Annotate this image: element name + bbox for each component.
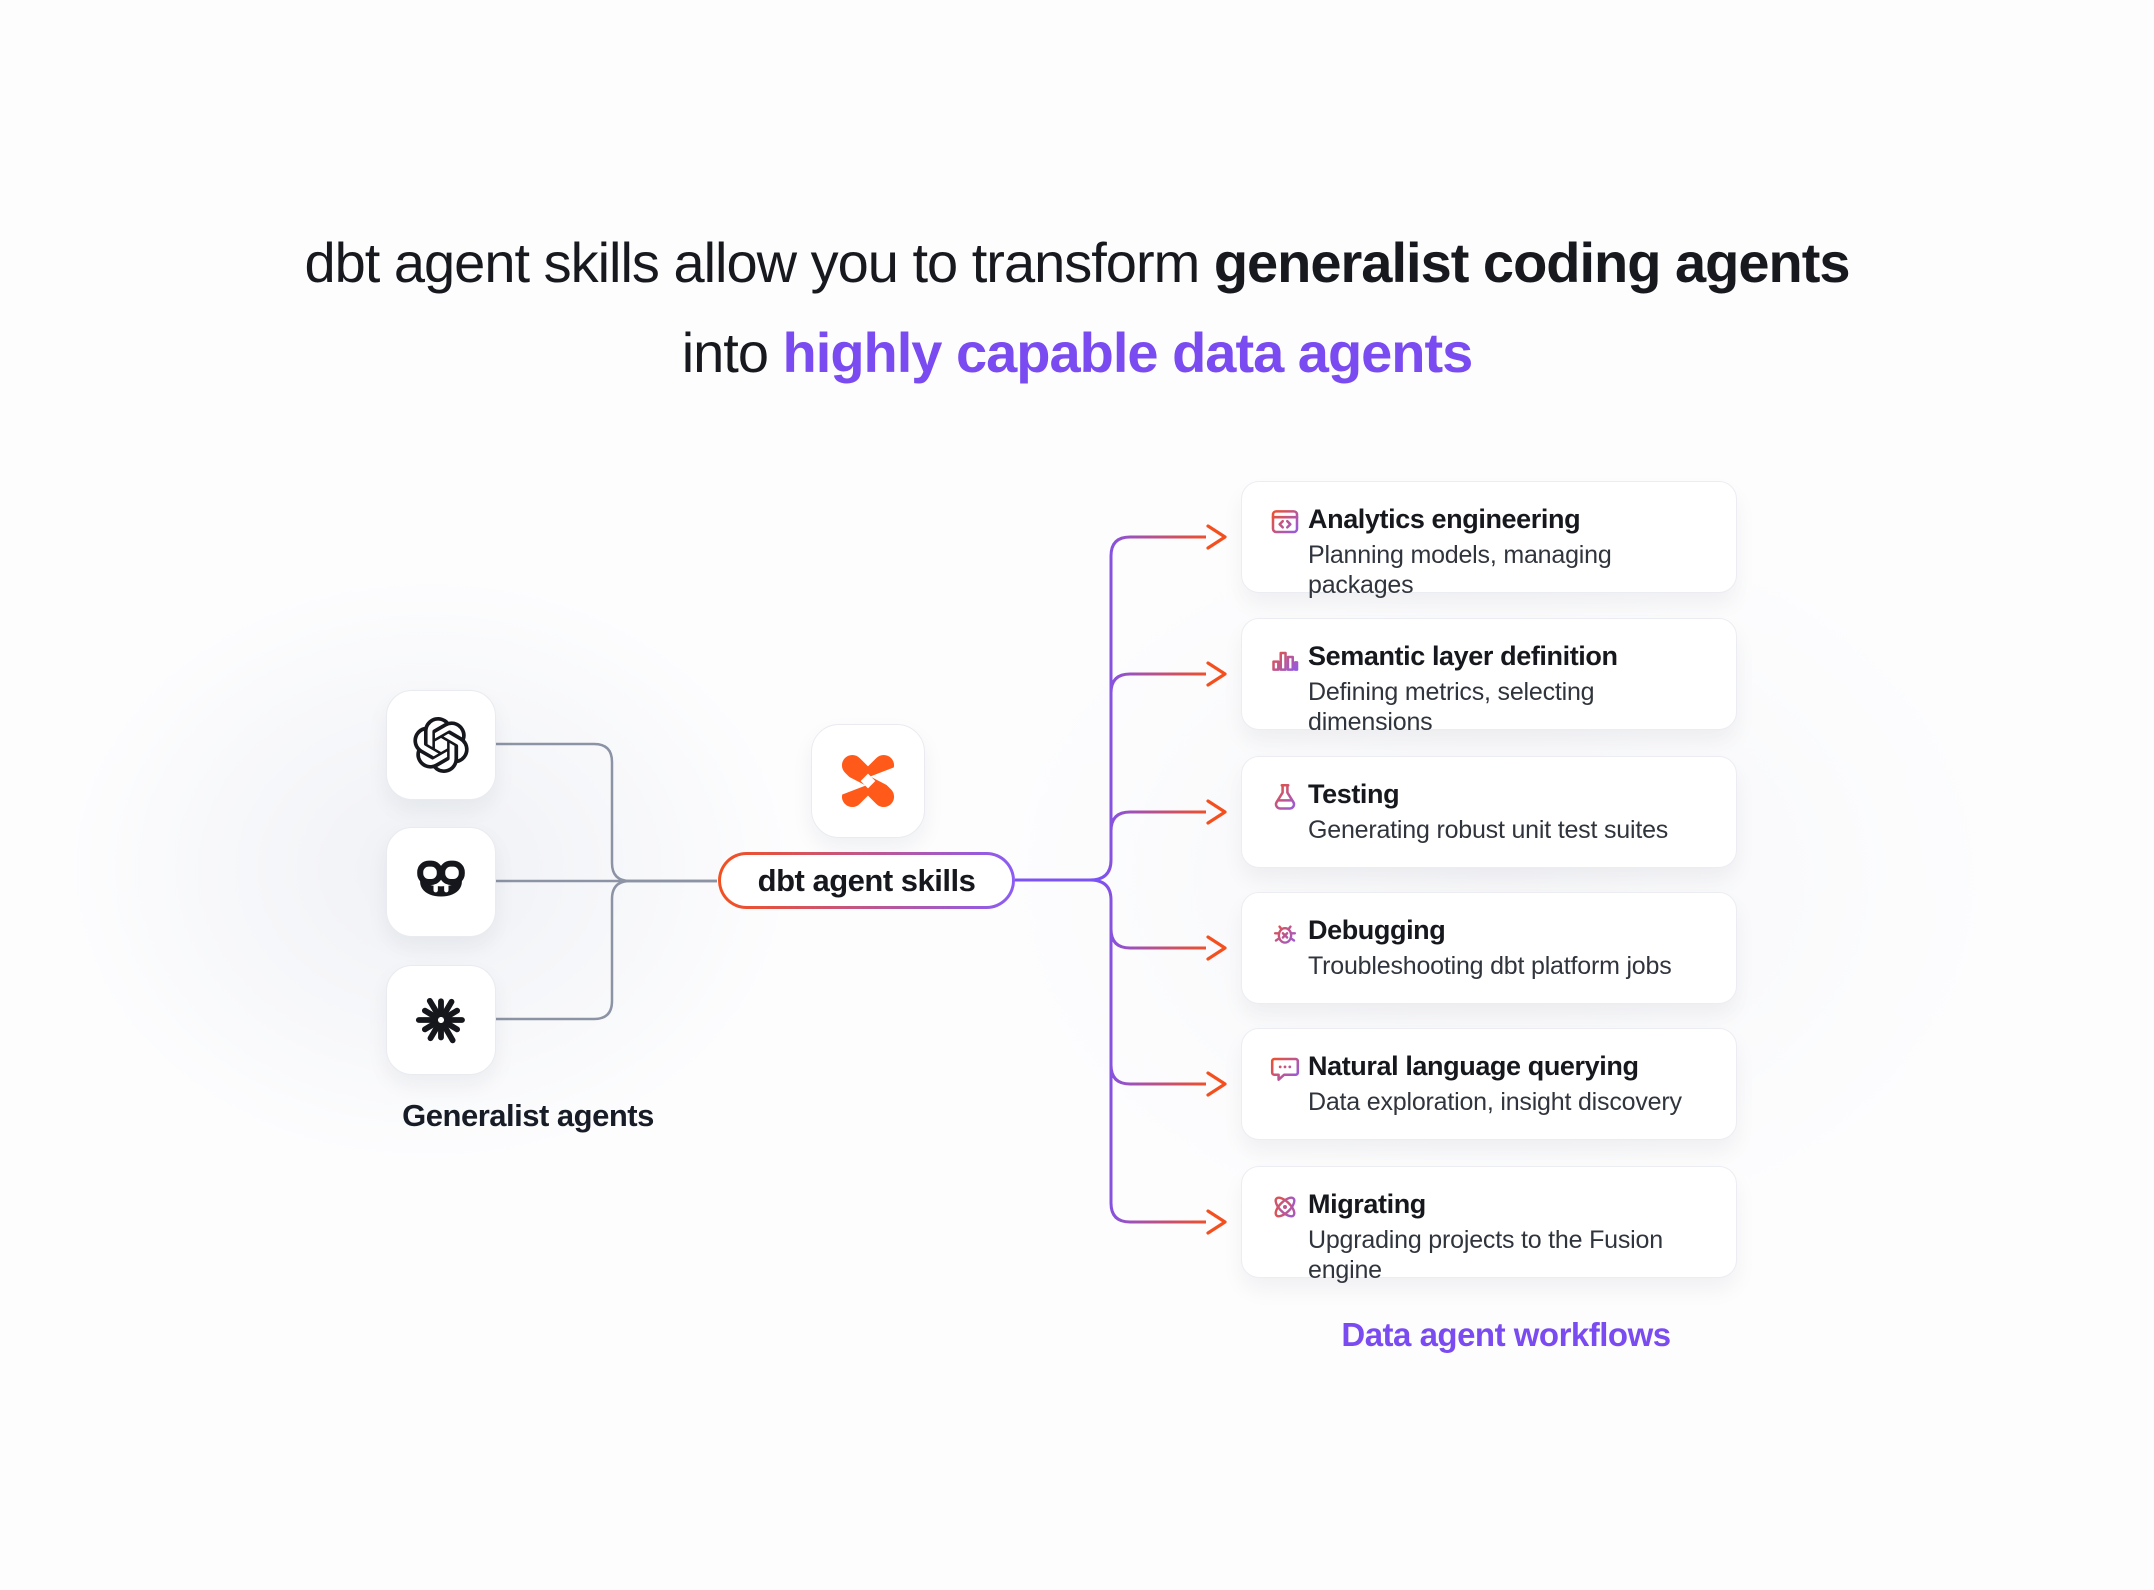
card-subtitle: Defining metrics, selecting dimensions [1308, 678, 1595, 736]
agent-tile-github-copilot [386, 827, 496, 937]
title-line-1: dbt agent skills allow you to transform … [304, 231, 1851, 294]
card-title: Semantic layer definition [1308, 641, 1618, 671]
card-title: Testing [1308, 779, 1400, 809]
title-bold-generalist: generalist coding agents [1213, 231, 1851, 294]
card-subtitle: Planning models, managing packages [1308, 541, 1612, 599]
github-copilot-logo-icon [417, 860, 465, 897]
page-title: dbt agent skills allow you to transform … [0, 218, 2154, 398]
workflow-card-debugging: Debugging Troubleshooting dbt platform j… [1241, 892, 1737, 1004]
claude-logo-icon [415, 997, 465, 1044]
bug-icon [1273, 925, 1297, 944]
workflow-card-nl-querying: Natural language querying Data explorati… [1241, 1028, 1737, 1140]
dbt-logo-tile [811, 724, 925, 838]
pill-label: dbt agent skills [757, 862, 976, 898]
title-line-2: into highly capable data agents [681, 321, 1474, 384]
window-code-icon [1271, 510, 1299, 534]
chat-bubble-icon [1270, 1057, 1300, 1081]
card-subtitle: Upgrading projects to the Fusion engine [1308, 1226, 1663, 1284]
dbt-agent-skills-pill: dbt agent skills [718, 852, 1015, 909]
workflow-card-migrating: Migrating Upgrading projects to the Fusi… [1241, 1166, 1737, 1284]
openai-logo-icon [413, 717, 469, 773]
card-subtitle: Data exploration, insight discovery [1308, 1088, 1682, 1116]
title-accent-data-agents: highly capable data agents [782, 321, 1474, 384]
card-title: Analytics engineering [1308, 504, 1581, 534]
generalist-agents-label: Generalist agents [402, 1098, 654, 1133]
dbt-logo-icon [833, 754, 903, 808]
agent-tile-openai [386, 690, 496, 800]
atom-icon [1274, 1196, 1296, 1218]
card-title: Migrating [1308, 1189, 1426, 1219]
agent-tile-claude [386, 965, 496, 1075]
card-subtitle: Troubleshooting dbt platform jobs [1308, 952, 1672, 980]
workflow-card-testing: Testing Generating robust unit test suit… [1241, 756, 1737, 868]
workflow-card-analytics-engineering: Analytics engineering Planning models, m… [1241, 481, 1737, 599]
card-title: Debugging [1308, 915, 1446, 945]
flask-icon [1274, 784, 1296, 810]
data-agent-workflows-label: Data agent workflows [1341, 1316, 1671, 1353]
card-subtitle: Generating robust unit test suites [1308, 816, 1669, 844]
card-title: Natural language querying [1308, 1051, 1639, 1081]
bar-chart-icon [1272, 651, 1299, 671]
workflow-card-semantic-layer: Semantic layer definition Defining metri… [1241, 618, 1737, 736]
